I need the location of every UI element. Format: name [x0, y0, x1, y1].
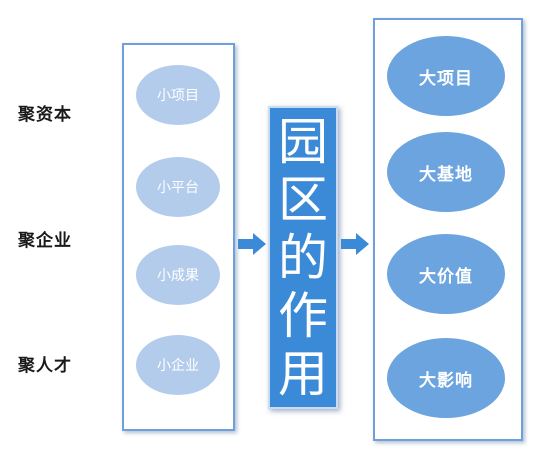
- big-influence-oval: 大影响: [387, 338, 505, 418]
- center-title-box: 园 区 的 作 用: [268, 106, 338, 409]
- right-arrow-icon: [341, 233, 369, 255]
- big-project-oval: 大项目: [387, 36, 505, 116]
- label-gather-enterprises: 聚企业: [18, 231, 72, 251]
- center-char: 作: [278, 286, 328, 345]
- right-items-box: 大项目 大基地 大价值 大影响: [373, 18, 523, 441]
- label-gather-capital: 聚资本: [18, 105, 72, 125]
- small-enterprise-oval: 小企业: [136, 335, 220, 395]
- small-platform-oval: 小平台: [136, 157, 220, 217]
- small-project-oval: 小项目: [136, 65, 220, 125]
- right-arrow-icon: [238, 233, 266, 255]
- label-gather-talent: 聚人才: [18, 356, 72, 376]
- center-char: 区: [278, 170, 328, 229]
- small-result-oval: 小成果: [136, 245, 220, 305]
- left-items-box: 小项目 小平台 小成果 小企业: [122, 43, 235, 431]
- center-char: 用: [278, 344, 328, 403]
- center-char: 的: [278, 228, 328, 287]
- center-char: 园: [278, 112, 328, 171]
- big-base-oval: 大基地: [387, 132, 505, 212]
- big-value-oval: 大价值: [387, 234, 505, 314]
